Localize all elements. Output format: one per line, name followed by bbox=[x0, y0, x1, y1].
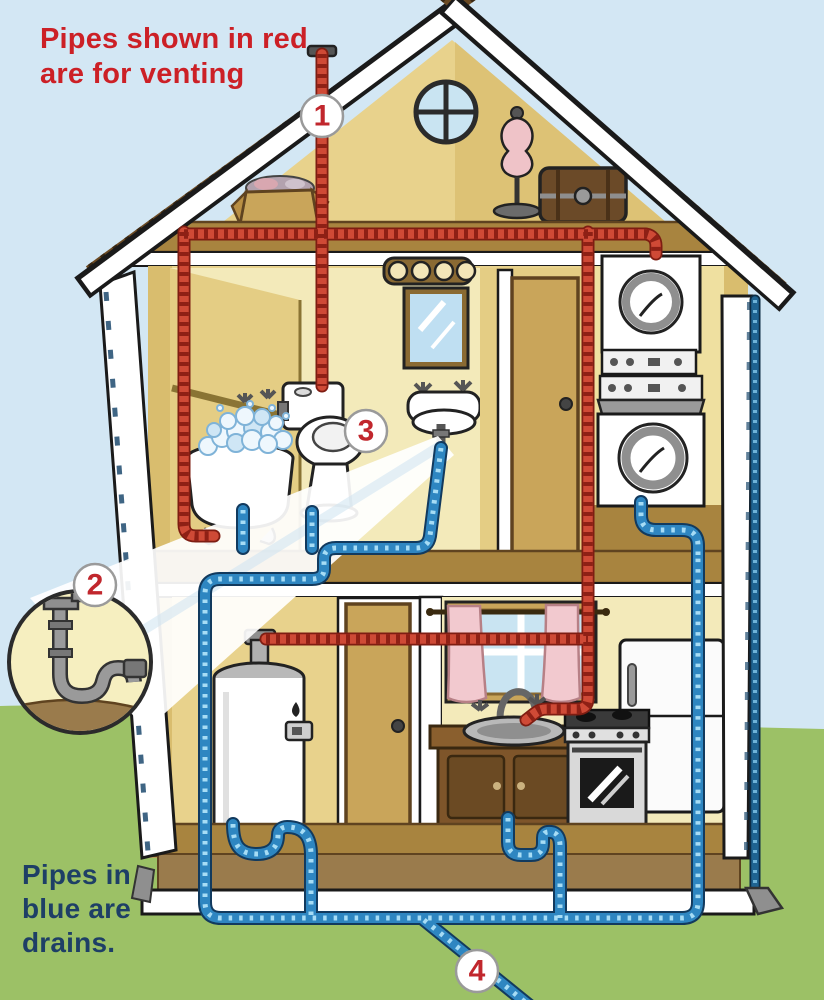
foundation bbox=[140, 888, 756, 916]
right-exterior-wall bbox=[720, 294, 754, 860]
roof bbox=[74, 0, 797, 312]
stacked-dryer bbox=[600, 254, 702, 376]
vanity-lights bbox=[382, 256, 477, 286]
closet-door bbox=[510, 276, 580, 555]
vent-note: Pipes shown in red are for venting bbox=[40, 22, 308, 93]
callout-2: 2 bbox=[72, 562, 118, 608]
crawlspace-dirt bbox=[157, 853, 741, 895]
p-trap-drawing bbox=[42, 593, 148, 705]
drain-note-line-2: blue are bbox=[22, 893, 131, 925]
round-window-icon bbox=[413, 79, 479, 145]
downspout-pipe bbox=[744, 300, 785, 916]
dress-form bbox=[492, 106, 542, 220]
drain-note-line-1: Pipes in bbox=[22, 859, 131, 890]
stove bbox=[563, 708, 651, 830]
kitchen-sink bbox=[428, 688, 592, 832]
water-heater bbox=[212, 628, 314, 858]
callout-1-label: 1 bbox=[314, 100, 331, 133]
storage-trunk bbox=[538, 166, 628, 224]
left-downspout-end bbox=[130, 864, 156, 904]
drain-note: Pipes in blue are drains. bbox=[22, 858, 131, 960]
mirror bbox=[402, 286, 470, 370]
vent-note-line-2: are for venting bbox=[40, 58, 245, 91]
callout-1: 1 bbox=[299, 93, 345, 139]
callout-3: 3 bbox=[343, 408, 389, 454]
callout-3-label: 3 bbox=[358, 415, 375, 448]
kitchen-window bbox=[426, 600, 610, 704]
stacked-washer bbox=[596, 374, 706, 508]
vent-note-line-1: Pipes shown in red bbox=[40, 23, 308, 55]
callout-2-label: 2 bbox=[87, 569, 104, 602]
bathroom-sink bbox=[406, 380, 482, 448]
callout-4: 4 bbox=[454, 948, 500, 994]
door-frame bbox=[496, 268, 514, 555]
bubbles bbox=[198, 400, 293, 456]
droplet-icon bbox=[292, 702, 300, 717]
callout-4-label: 4 bbox=[469, 955, 486, 988]
drain-note-line-3: drains. bbox=[22, 927, 116, 959]
p-trap-inset bbox=[7, 589, 153, 735]
